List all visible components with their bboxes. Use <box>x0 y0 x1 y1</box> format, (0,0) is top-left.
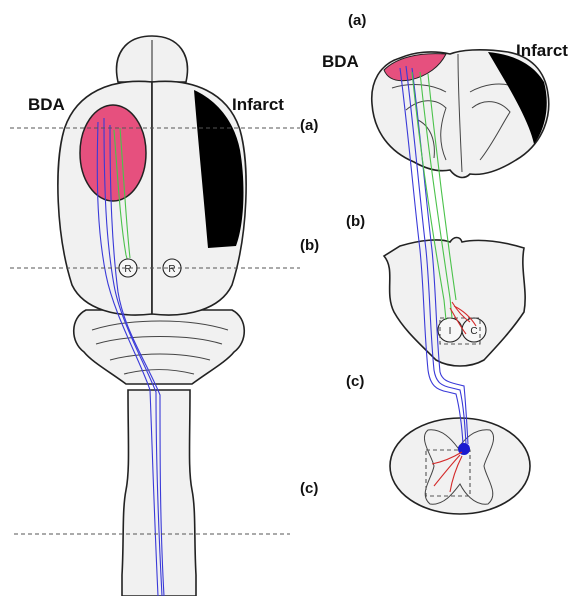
spinal-cord <box>122 390 196 596</box>
level-b-label-left: (b) <box>300 237 319 254</box>
section-b-brainstem: (b) I C <box>346 213 525 366</box>
brainstem-section-outline <box>384 238 525 367</box>
spinal-section-outline <box>390 418 530 514</box>
section-a-coronal: (a) BDA Infarct <box>322 12 568 177</box>
bda-injection-site <box>80 105 146 201</box>
section-b-title: (b) <box>346 213 365 230</box>
section-c-title: (c) <box>346 373 364 390</box>
level-a-label-left: (a) <box>300 117 318 134</box>
bda-label-left: BDA <box>28 95 65 114</box>
section-c-spinal: (c) <box>346 373 530 514</box>
dorsal-brain-view: R R BDA Infarct (a) (b) (c) <box>10 36 319 596</box>
section-a-title: (a) <box>348 12 366 29</box>
bda-label-right: BDA <box>322 52 359 71</box>
pyramid-right-label: R <box>168 264 175 275</box>
level-c-label-left: (c) <box>300 480 318 497</box>
pyramid-left-label: R <box>124 264 131 275</box>
infarct-label-left: Infarct <box>232 95 284 114</box>
pyramid-C-label: C <box>470 326 477 337</box>
pyramid-I-label: I <box>449 326 452 337</box>
